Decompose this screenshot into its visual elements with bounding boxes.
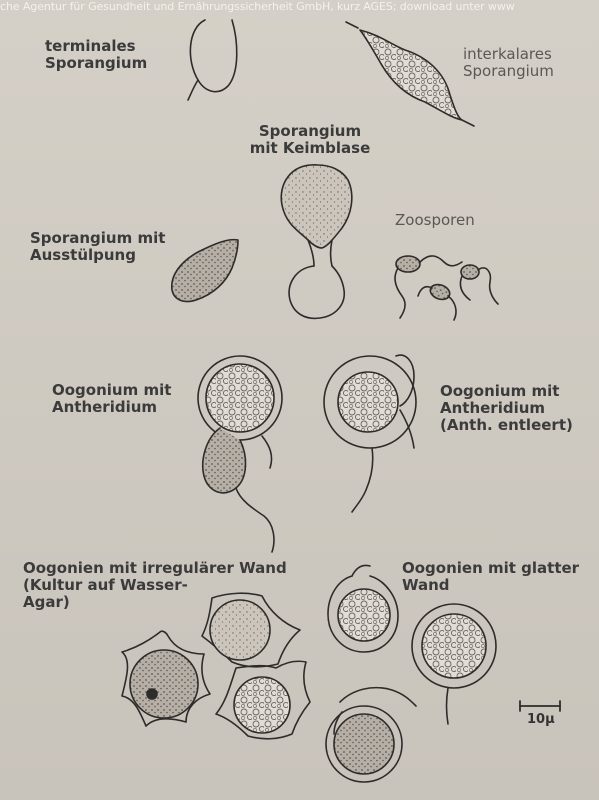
oospore (130, 650, 198, 718)
oospore-nucleus (147, 689, 157, 699)
sporangium-ausstuelpung (172, 240, 238, 302)
sporangium-keimblase-lower (289, 266, 344, 318)
oogonien-irregulaer-group (122, 593, 310, 739)
zoospore (396, 256, 420, 272)
hypha (352, 448, 373, 512)
oospore (206, 364, 274, 432)
zoospore (428, 282, 452, 302)
interkalares-sporangium (360, 30, 462, 120)
oospore (210, 600, 270, 660)
oogonien-glatt-group (326, 565, 496, 782)
oogonium-antheridium-left (198, 356, 282, 552)
oogonium-antheridium-right (324, 355, 416, 512)
antheridium (203, 428, 246, 493)
oospore (422, 614, 486, 678)
oospore (334, 714, 394, 774)
sporangium-keimblase-upper (281, 165, 352, 248)
zoosporen-group (395, 256, 498, 320)
oospore (338, 589, 390, 641)
terminales-sporangium-stalk (188, 80, 198, 100)
oospore (338, 372, 398, 432)
oospore (234, 677, 290, 733)
hypha (340, 688, 416, 706)
hypha (236, 488, 274, 552)
scale-bar (520, 701, 560, 711)
hypha (447, 688, 449, 724)
zoospore (461, 265, 479, 279)
scale-label: 10µ (527, 712, 555, 727)
